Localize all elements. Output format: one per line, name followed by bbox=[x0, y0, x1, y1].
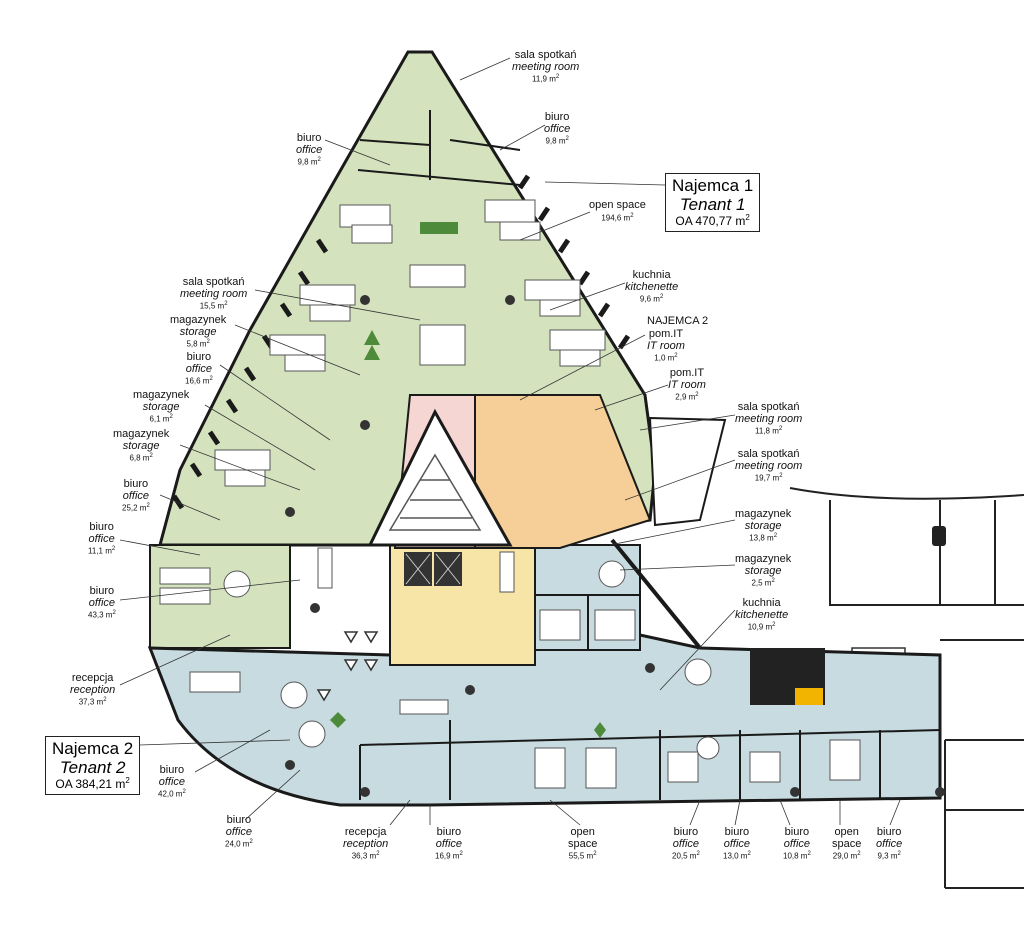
tenant-1-box: Najemca 1 Tenant 1 OA 470,77 m2 bbox=[665, 173, 761, 232]
tenant-1-name: Najemca 1 bbox=[672, 176, 754, 195]
tall-cabinets bbox=[317, 264, 515, 593]
zone-tenant-2 bbox=[147, 633, 942, 807]
tenant-2-box: Najemca 2 Tenant 2 OA 384,21 m2 bbox=[45, 736, 141, 795]
interior-walls bbox=[289, 110, 941, 800]
core-triangle bbox=[367, 408, 513, 547]
window-mullions bbox=[171, 174, 631, 510]
tenant-2-name-en: Tenant 2 bbox=[59, 758, 126, 778]
column-right bbox=[932, 526, 946, 546]
tenant-2-name: Najemca 2 bbox=[52, 739, 134, 758]
tenant-2-area: OA 384,21 m2 bbox=[55, 776, 130, 792]
shaft-yellow bbox=[795, 688, 823, 705]
tenant-1-area: OA 470,77 m2 bbox=[675, 213, 750, 229]
round-tables bbox=[223, 560, 720, 760]
elevator-x bbox=[405, 553, 461, 585]
tenant-1-name-en: Tenant 1 bbox=[679, 195, 746, 215]
core-stairs bbox=[388, 453, 482, 531]
core-diagonal-wall bbox=[610, 538, 702, 650]
room-label: NAJEMCA 2 bbox=[647, 315, 709, 327]
right-building-outline bbox=[789, 487, 1024, 889]
plants bbox=[330, 222, 606, 738]
reception-desks bbox=[316, 631, 379, 702]
desk-clusters bbox=[159, 199, 861, 789]
columns bbox=[285, 295, 945, 797]
